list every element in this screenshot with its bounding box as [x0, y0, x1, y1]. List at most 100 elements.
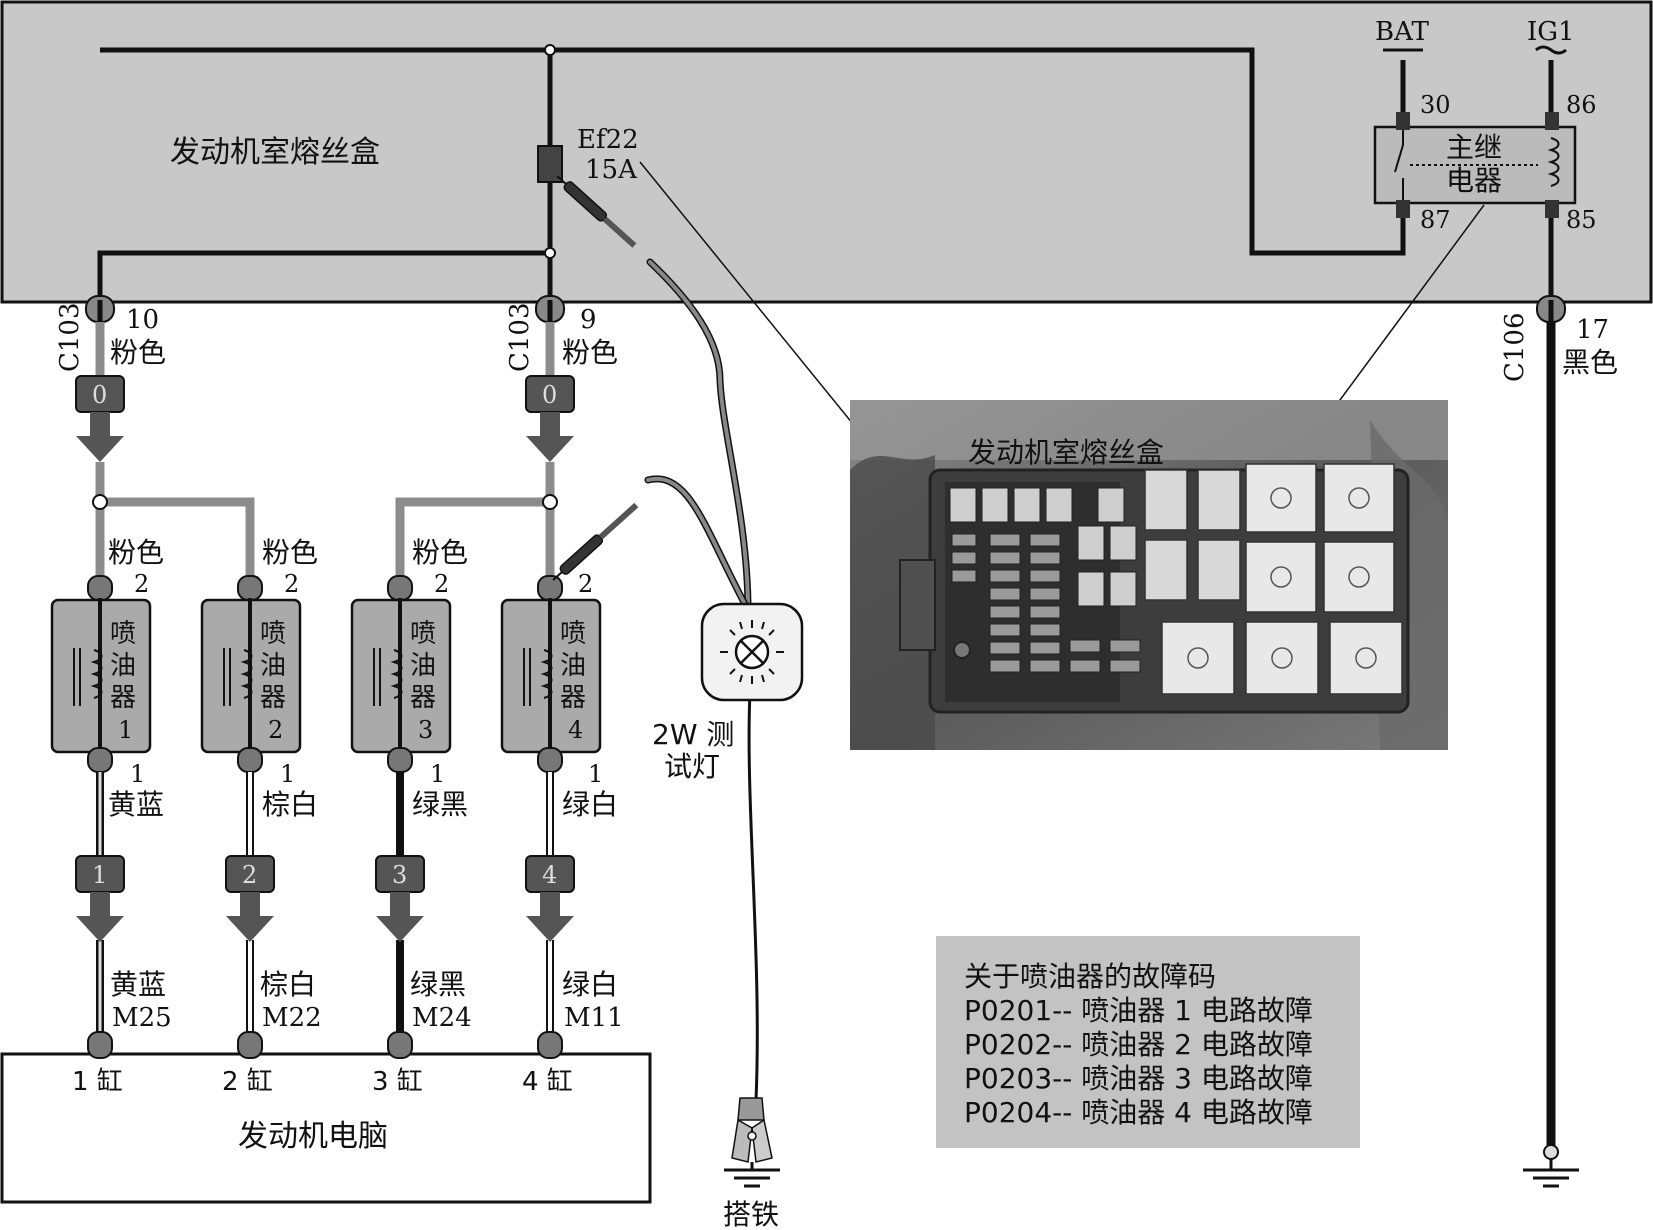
dtc-line: P0204-- 喷油器 4 电路故障 [964, 1096, 1313, 1129]
inline-connector-left: 0 [75, 375, 125, 462]
relay-pin-86: 86 [1566, 91, 1597, 119]
connector-c103-left [85, 295, 115, 323]
connector-left-pin: 10 [126, 305, 159, 335]
connector-mid-name: C103 [505, 302, 535, 372]
svg-text:器: 器 [410, 683, 436, 713]
test-lamp-label-line2: 试灯 [664, 750, 720, 783]
injector-pin-bottom: 1 [130, 760, 145, 788]
injector-wire-out: 绿白 [562, 788, 618, 821]
svg-text:喷: 喷 [560, 619, 586, 649]
relay-name-line1: 主继 [1446, 131, 1502, 164]
connector-c106 [1536, 295, 1566, 323]
signal-wires [96, 772, 554, 1032]
injector-pin-top: 2 [284, 570, 299, 598]
injector-wire-in: 粉色 [108, 536, 164, 569]
fuse-box-label: 发动机室熔丝盒 [170, 135, 380, 170]
ecu-label: 发动机电脑 [238, 1119, 388, 1154]
ecu-pin: M11 [564, 1003, 624, 1033]
svg-text:0: 0 [92, 381, 107, 409]
ecu-wire-color: 绿黑 [410, 968, 466, 1001]
svg-text:油: 油 [260, 651, 286, 681]
test-probe-injector [552, 502, 639, 581]
injector-pin-bottom: 1 [430, 760, 445, 788]
bat-label: BAT [1375, 17, 1429, 47]
ecu-pins [87, 1031, 563, 1059]
junction-dot [544, 247, 556, 259]
connector-ground-color: 黑色 [1562, 346, 1618, 379]
dtc-line: P0201-- 喷油器 1 电路故障 [964, 994, 1313, 1027]
svg-text:器: 器 [560, 683, 586, 713]
connector-ground-name: C106 [1500, 312, 1530, 382]
relay-contact [1394, 130, 1560, 200]
injector-pin-bottom: 1 [588, 760, 603, 788]
test-lamp [700, 602, 804, 702]
relay-name-line2: 电器 [1446, 164, 1502, 197]
ecu-wire-color: 棕白 [260, 968, 316, 1001]
injector-pin-top: 2 [134, 570, 149, 598]
injector-wire-out: 棕白 [262, 788, 318, 821]
connector-mid-pin: 9 [580, 305, 597, 335]
svg-text:1: 1 [92, 861, 107, 889]
ground-label: 搭铁 [723, 1198, 779, 1230]
test-lamp-leads [644, 258, 759, 1102]
relay-pin-85: 85 [1566, 206, 1597, 234]
svg-text:4: 4 [542, 861, 557, 889]
inline-connector-1: 1 [75, 855, 125, 942]
dtc-line: P0203-- 喷油器 3 电路故障 [964, 1062, 1313, 1095]
injector-pin-top: 2 [434, 570, 449, 598]
dtc-box [936, 936, 1360, 1148]
ecu-pin: M22 [262, 1003, 322, 1033]
junction-dot [544, 44, 556, 56]
dtc-line: P0202-- 喷油器 2 电路故障 [964, 1028, 1313, 1061]
svg-text:3: 3 [392, 861, 407, 889]
svg-text:油: 油 [410, 651, 436, 681]
injector-pin-top: 2 [578, 570, 593, 598]
connector-ground-pin: 17 [1576, 315, 1609, 345]
cylinder-label: 1 缸 [72, 1067, 123, 1097]
ig1-terminal [1535, 45, 1567, 55]
svg-text:2: 2 [268, 716, 283, 744]
svg-text:器: 器 [110, 683, 136, 713]
cylinder-label: 3 缸 [372, 1067, 423, 1097]
ecu-pin: M24 [412, 1003, 472, 1033]
ecu-wire-color: 绿白 [562, 968, 618, 1001]
ecu-box [0, 1052, 652, 1204]
svg-text:2: 2 [242, 861, 257, 889]
injector-1: 粉色 2 喷 油 器 1 1 黄蓝 [50, 536, 164, 821]
test-lamp-label-line1: 2W 测 [652, 718, 734, 751]
junction-dot [92, 494, 108, 510]
fuse-name: Ef22 [577, 125, 639, 155]
svg-text:喷: 喷 [260, 619, 286, 649]
svg-text:油: 油 [110, 651, 136, 681]
inline-connector-3: 3 [375, 855, 425, 942]
inline-connector-4: 4 [525, 855, 575, 942]
connector-mid-color: 粉色 [562, 336, 618, 369]
svg-text:喷: 喷 [410, 619, 436, 649]
fuse-box-photo [850, 400, 1448, 750]
svg-text:1: 1 [118, 716, 133, 744]
svg-text:0: 0 [542, 381, 557, 409]
photo-label: 发动机室熔丝盒 [968, 436, 1164, 469]
injector-wire-out: 绿黑 [412, 788, 468, 821]
injector-4: 2 喷 油 器 4 1 绿白 [500, 570, 618, 821]
cylinder-label: 2 缸 [222, 1067, 273, 1097]
ecu-wire-color: 黄蓝 [110, 968, 166, 1001]
inline-connector-2: 2 [225, 855, 275, 942]
test-probe-fuse [556, 175, 637, 248]
injector-wire-out: 黄蓝 [108, 788, 164, 821]
ground-symbol-icon [724, 1162, 780, 1188]
svg-text:4: 4 [568, 716, 583, 744]
connector-left-name: C103 [55, 302, 85, 372]
alligator-clip-icon [731, 1097, 773, 1163]
relay-pin-87: 87 [1420, 206, 1451, 234]
connector-left-color: 粉色 [110, 336, 166, 369]
injector-2: 粉色 2 喷 油 器 2 1 棕白 [200, 536, 318, 821]
connector-c103-mid [535, 295, 565, 323]
ground-symbol-icon [1523, 1159, 1579, 1188]
relay-pin-30: 30 [1420, 91, 1451, 119]
injector-pin-bottom: 1 [280, 760, 295, 788]
main-relay [1373, 125, 1577, 205]
inline-connector-mid: 0 [525, 375, 575, 462]
svg-text:器: 器 [260, 683, 286, 713]
